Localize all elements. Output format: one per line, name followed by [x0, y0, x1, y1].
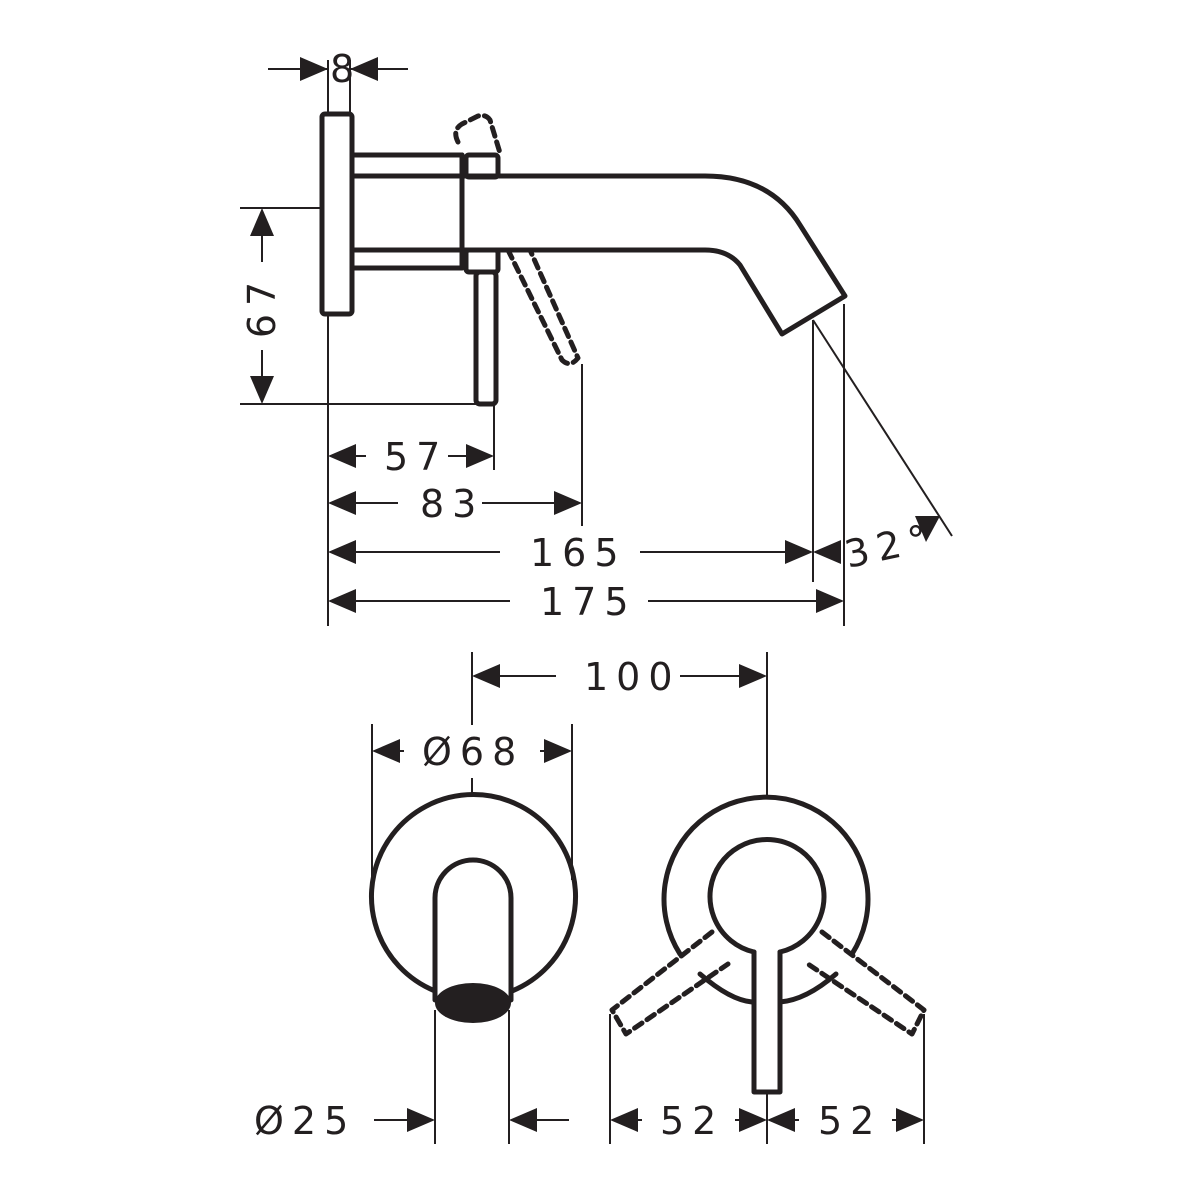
spout-rosette [369, 792, 578, 994]
spout-outline [349, 173, 848, 337]
dim-total-projection: 175 [540, 580, 637, 624]
dim-lever-distance: 57 [384, 435, 448, 479]
dim-lever-swing-left: 52 [660, 1099, 724, 1143]
lever-handle [473, 269, 499, 407]
lever-hub [707, 837, 827, 955]
lever-down-position [505, 247, 581, 366]
lever-up-position [453, 113, 503, 156]
mixer-rosette-upper [661, 794, 871, 957]
dim-rosette-thickness: 8 [330, 47, 354, 91]
side-rosette-plate [319, 111, 355, 317]
dim-lever-swing: 83 [420, 482, 484, 526]
dim-spout-diameter: Ø25 [254, 1099, 356, 1143]
dim-height-to-lever: 67 [240, 274, 284, 338]
front-view: 100 Ø68 Ø25 [254, 652, 927, 1144]
lever-front [751, 949, 783, 1095]
dim-rosette-diameter: Ø68 [422, 730, 524, 774]
lever-collar-bottom [463, 247, 501, 275]
lever-left-position [609, 929, 731, 1037]
lever-right-position [805, 929, 927, 1037]
dim-spout-outlet-reach: 165 [530, 531, 627, 575]
dim-center-distance: 100 [584, 655, 681, 699]
side-view: 8 67 57 83 165 32° [240, 47, 953, 626]
spout-front [432, 857, 514, 1003]
spout-outlet [435, 983, 511, 1023]
mixer-rosette-lower [697, 971, 755, 1005]
dim-lever-swing-right: 52 [818, 1099, 882, 1143]
